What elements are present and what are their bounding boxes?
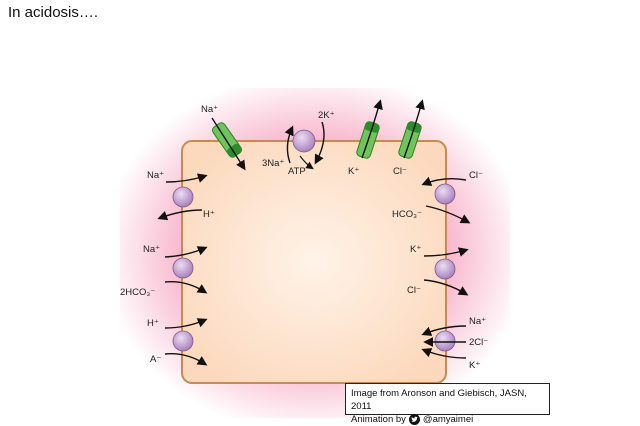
cl-top-arrow <box>403 99 425 159</box>
label-top-atp: ATP <box>288 166 306 177</box>
h-out-arrow-l1 <box>157 209 203 221</box>
label-r1-cl: Cl⁻ <box>469 170 483 181</box>
na-h-exchanger <box>172 186 194 208</box>
credit-source: Image from Aronson and Giebisch, JASN, 2… <box>351 388 527 412</box>
k-out-arrow-r2 <box>423 247 469 257</box>
label-top-2k: 2K⁺ <box>318 110 335 121</box>
na-in-arrow-r3 <box>421 325 467 336</box>
label-l2-hco3: 2HCO₃⁻ <box>120 287 155 298</box>
label-l3-h: H⁺ <box>147 318 159 329</box>
na-out-arrow-l2 <box>164 246 208 258</box>
label-top-na: Na⁺ <box>201 104 218 115</box>
k-top-arrow <box>361 99 383 159</box>
label-r3-na: Na⁺ <box>469 316 486 327</box>
nkcc-transporter <box>434 330 456 352</box>
credit-animation-row: Animation by @amyaimei <box>351 413 544 426</box>
na-in-arrow-l1 <box>165 173 208 183</box>
atp-arrow <box>299 155 314 170</box>
label-r2-k: K⁺ <box>410 244 421 255</box>
label-l3-a: A⁻ <box>150 354 161 365</box>
label-l1-h: H⁺ <box>203 209 215 220</box>
hco3-out-arrow-l2 <box>164 281 208 294</box>
label-l2-na: Na⁺ <box>143 244 160 255</box>
a-arrow-l3 <box>164 353 208 366</box>
credit-handle: @amyaimei <box>422 414 474 425</box>
na-top-arrow <box>211 117 246 171</box>
na-hco3-cotransporter <box>172 257 194 279</box>
label-top-cl: Cl⁻ <box>393 166 407 177</box>
cl-hco3-exchanger <box>434 183 456 205</box>
na-k-atpase <box>292 129 316 153</box>
hco3-out-arrow-r1 <box>425 205 471 224</box>
label-l1-na: Na⁺ <box>147 170 164 181</box>
image-credit-box: Image from Aronson and Giebisch, JASN, 2… <box>345 383 550 425</box>
h-a-transporter <box>172 330 194 352</box>
h-arrow-l3 <box>164 318 208 329</box>
cell-body <box>181 140 447 384</box>
credit-animation-prefix: Animation by <box>351 414 406 425</box>
label-r1-hco3: HCO₃⁻ <box>392 209 422 220</box>
label-r3-2cl: 2Cl⁻ <box>469 337 488 348</box>
2k-arrow <box>314 121 325 165</box>
label-r2-cl: Cl⁻ <box>407 285 421 296</box>
3na-arrow <box>284 125 294 164</box>
label-r3-k: K⁺ <box>469 360 480 371</box>
label-top-k: K⁺ <box>348 166 359 177</box>
cl-out-arrow-r2 <box>423 279 469 296</box>
twitter-bird-icon <box>408 414 420 425</box>
k-cl-cotransporter <box>434 258 456 280</box>
label-top-3na: 3Na⁺ <box>262 158 284 169</box>
cl-in-arrow-r1 <box>421 176 467 186</box>
page-title: In acidosis…. <box>8 4 99 21</box>
k-in-arrow-r3 <box>421 348 467 359</box>
